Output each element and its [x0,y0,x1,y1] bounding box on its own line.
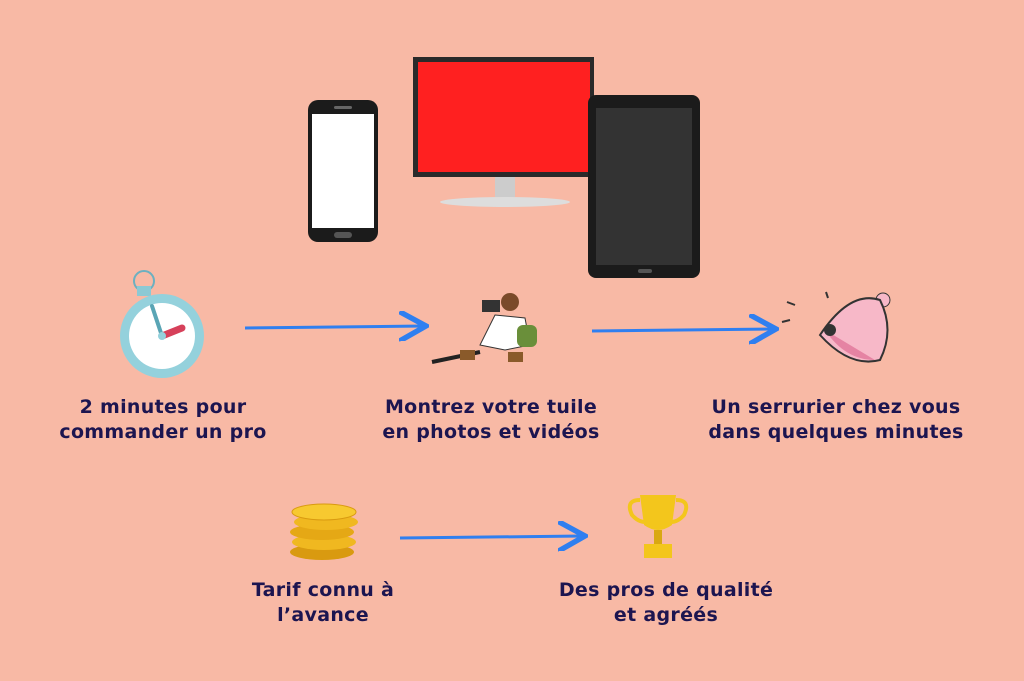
trophy-icon [627,495,689,558]
caption-line: 2 minutes pour [79,396,247,418]
photographer-icon [431,293,537,364]
caption-line: Un serrurier chez vous [711,396,961,418]
caption-line: l’avance [277,604,369,626]
caption-line: Montrez votre tuile [384,396,598,418]
step-order-caption: 2 minutes pour commander un pro [13,395,313,445]
caption-line: en photos et vidéos [382,421,600,443]
monitor-icon [413,57,594,207]
caption-line: Tarif connu à [251,579,395,601]
caption-line: commander un pro [59,421,267,443]
smartphone-icon [308,100,378,242]
arrow-1 [244,326,423,328]
bell-icon [781,291,891,363]
arrow-2 [591,329,773,331]
step-photos-caption: Montrez votre tuile en photos et vidéos [341,395,641,445]
quality-caption: Des pros de qualité et agréés [516,578,816,628]
arrow-3 [399,536,582,538]
tablet-icon [588,95,700,278]
stopwatch-icon [120,270,204,378]
caption-line: Des pros de qualité [558,579,774,601]
coins-icon [290,503,358,560]
step-locksmith-caption: Un serrurier chez vous dans quelques minu… [686,395,986,445]
caption-line: dans quelques minutes [708,421,964,443]
price-caption: Tarif connu à l’avance [173,578,473,628]
caption-line: et agréés [613,604,719,626]
